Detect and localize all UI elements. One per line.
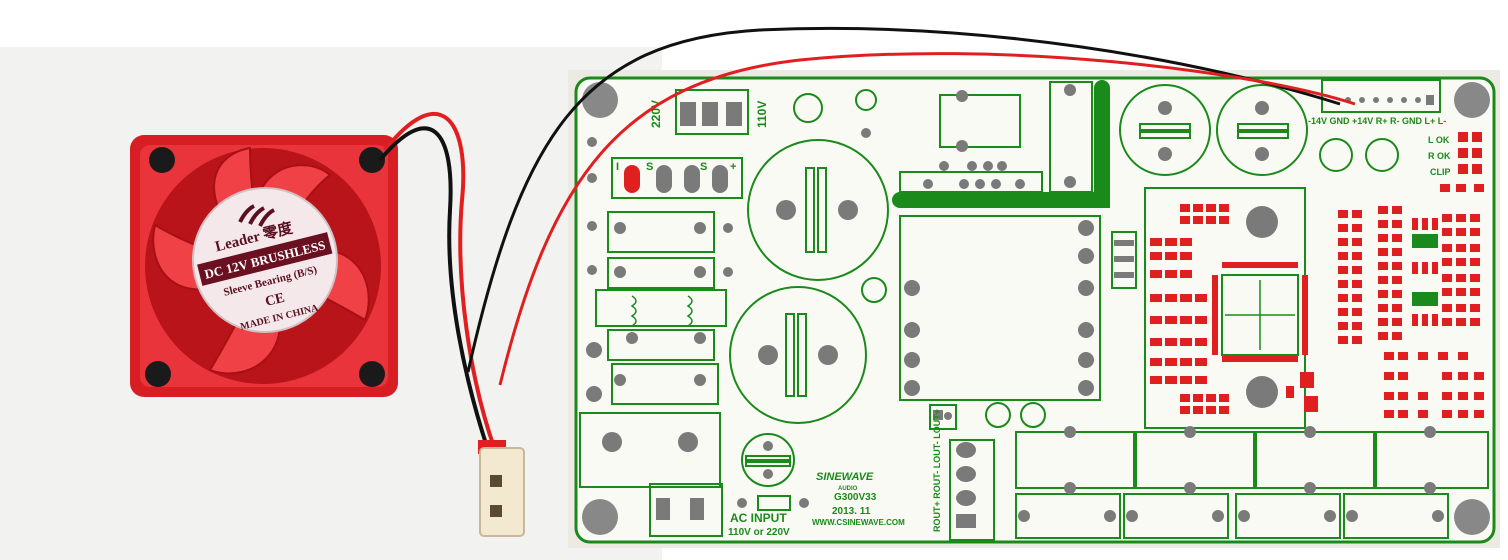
board-model: G300V33 <box>834 492 877 503</box>
switch-mark: + <box>730 161 736 173</box>
label-r-ok: R OK <box>1428 151 1451 161</box>
pcb-board: I S S + <box>568 70 1500 548</box>
ce-mark: CE <box>264 291 287 310</box>
label-l-ok: L OK <box>1428 135 1450 145</box>
board-date: 2013. 11 <box>832 506 871 517</box>
sinewave-logo: SINEWAVE <box>816 471 874 483</box>
switch-mark: I <box>616 161 619 173</box>
mounting-hole-icon <box>1454 499 1490 535</box>
fan-connector <box>478 440 525 537</box>
sinewave-sub: AUDIO <box>838 486 858 492</box>
board-wires <box>466 26 1356 386</box>
label-ac-input: AC INPUT <box>730 511 787 525</box>
screw-icon <box>149 147 175 173</box>
fan-wires <box>378 112 497 451</box>
screw-icon <box>359 361 385 387</box>
screw-icon <box>145 361 171 387</box>
voltage-switch-pads: I S S + <box>616 161 736 193</box>
mounting-hole-icon <box>582 499 618 535</box>
smd-pads <box>1150 132 1484 418</box>
screw-icon <box>359 147 385 173</box>
cooling-fan: Leader 零度 DC 12V BRUSHLESS Sleeve Bearin… <box>130 135 398 397</box>
mounting-hole-icon <box>1454 82 1490 118</box>
label-ac-voltage: 110V or 220V <box>728 527 790 538</box>
label-110v: 110V <box>755 101 769 128</box>
label-clip: CLIP <box>1430 167 1451 177</box>
switch-mark: S <box>646 161 653 173</box>
board-url: WWW.CSINEWAVE.COM <box>812 518 905 527</box>
switch-mark: S <box>700 161 707 173</box>
header-pin-labels: -14V GND +14V R+ R- GND L+ L- <box>1308 116 1446 126</box>
leader-logo-icon <box>238 204 275 227</box>
output-pin-labels: ROUT+ ROUT- LOUT- LOUT+ <box>932 409 942 532</box>
mounting-hole-icon <box>582 82 618 118</box>
